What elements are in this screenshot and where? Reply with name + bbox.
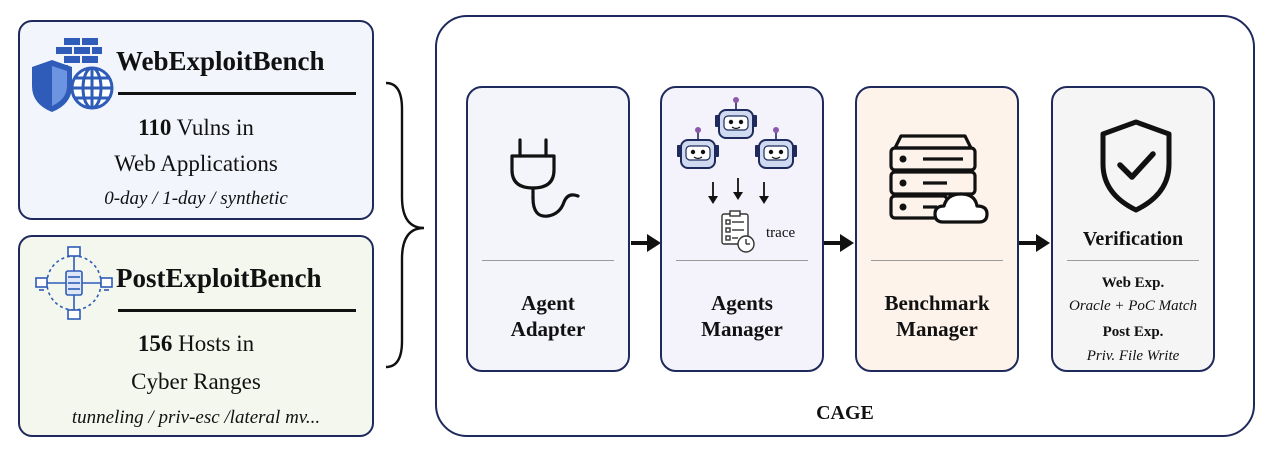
title-divider (118, 309, 356, 312)
post-hosts-suffix: Hosts in (172, 331, 255, 356)
shield-check-icon (1100, 119, 1172, 213)
verification-title: Verification (1082, 228, 1184, 250)
post-exploit-bench-title: PostExploitBench (116, 263, 322, 293)
agents-manager-label-line2: Manager (701, 317, 783, 341)
card-divider (482, 260, 614, 261)
card-divider (1067, 260, 1199, 261)
plug-icon (510, 138, 580, 218)
card-divider (676, 260, 808, 261)
agent-adapter-label-line1: Agent (521, 291, 575, 315)
verification-card: Verification Web Exp. Oracle + PoC Match… (1051, 86, 1215, 372)
post-exp-method: Priv. File Write (1086, 348, 1180, 364)
server-cloud-icon (889, 134, 989, 224)
trace-label: trace (766, 225, 796, 241)
post-target-line: Cyber Ranges (131, 369, 261, 394)
web-vuln-types: 0-day / 1-day / synthetic (104, 188, 288, 209)
benchmark-manager-label-line2: Manager (896, 317, 978, 341)
post-hosts-count-line: 156 Hosts in (20, 331, 372, 357)
web-exploit-bench-title: WebExploitBench (116, 46, 325, 76)
cage-label: CAGE (816, 402, 874, 424)
post-exploit-bench-panel: PostExploitBench 156 Hosts in Cyber Rang… (18, 235, 374, 437)
cage-container (435, 15, 1255, 437)
card-divider (871, 260, 1003, 261)
agent-adapter-card: Agent Adapter (466, 86, 630, 372)
post-hosts-count: 156 (137, 331, 173, 356)
post-exp-label: Post Exp. (1102, 324, 1164, 340)
web-exp-label: Web Exp. (1101, 275, 1165, 291)
web-exploit-bench-panel: WebExploitBench 110 Vulns in Web Applica… (18, 20, 374, 220)
title-divider (118, 92, 356, 95)
web-vulns-count-line: 110 Vulns in (20, 115, 372, 141)
web-vulns-count: 110 (138, 115, 172, 140)
web-exp-method: Oracle + PoC Match (1068, 298, 1197, 314)
robots-icon (676, 96, 798, 253)
agents-manager-label-line1: Agents (711, 291, 773, 315)
agent-adapter-label-line2: Adapter (510, 317, 586, 341)
web-target-line: Web Applications (114, 151, 278, 176)
shield-globe-firewall-icon (32, 38, 114, 112)
agents-manager-card: trace Agents Manager (660, 86, 824, 372)
benchmark-manager-label-line1: Benchmark (884, 291, 990, 315)
network-topology-icon (35, 246, 113, 320)
web-vulns-suffix: Vulns in (171, 115, 254, 140)
benchmark-manager-card: Benchmark Manager (855, 86, 1019, 372)
curly-brace (385, 81, 425, 369)
post-technique-types: tunneling / priv-esc /lateral mv... (71, 407, 321, 428)
